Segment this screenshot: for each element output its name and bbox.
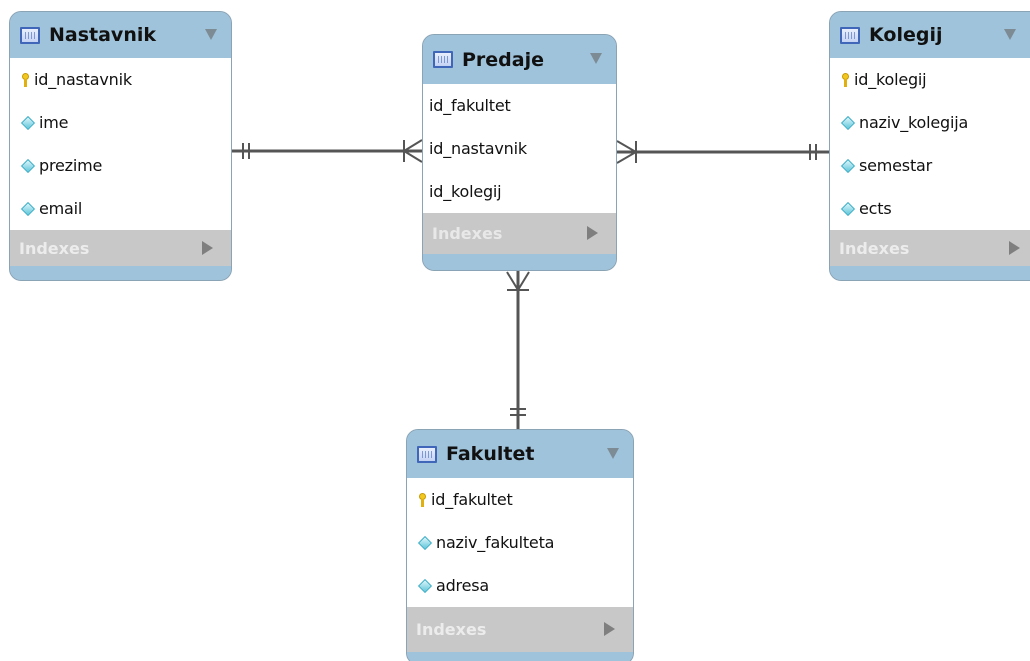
indexes-label: Indexes: [19, 238, 90, 258]
crowfoot-prong: [403, 139, 423, 152]
column-row[interactable]: id_nastavnik: [423, 127, 616, 170]
table-header[interactable]: Fakultet: [407, 430, 633, 478]
indexes-label: Indexes: [432, 224, 503, 243]
column-diamond-icon: [417, 535, 433, 550]
column-diamond-icon: [20, 201, 36, 216]
table-footer: [407, 652, 633, 661]
column-name: id_kolegij: [429, 182, 502, 201]
table-title: Kolegij: [869, 24, 943, 46]
table-footer: [10, 266, 231, 280]
column-name: naziv_fakulteta: [436, 533, 555, 552]
column-row[interactable]: prezime: [10, 144, 231, 187]
indexes-section[interactable]: Indexes: [407, 607, 633, 652]
table-icon: [840, 26, 860, 44]
relationship-kolegij-predaje: [616, 140, 829, 164]
indexes-section[interactable]: Indexes: [830, 230, 1030, 266]
primary-key-icon: [22, 72, 29, 87]
column-name: id_fakultet: [431, 490, 513, 509]
column-diamond-icon: [417, 578, 433, 593]
table-columns: id_kolegij naziv_kolegija semestar ects: [830, 58, 1030, 230]
column-row[interactable]: id_fakultet: [423, 84, 616, 127]
crowfoot-prong: [517, 271, 530, 291]
column-name: adresa: [436, 576, 489, 595]
chevron-right-icon[interactable]: [1009, 241, 1020, 255]
column-row[interactable]: naziv_fakulteta: [407, 521, 633, 564]
crowfoot-prong: [616, 140, 637, 153]
chevron-right-icon[interactable]: [202, 241, 213, 255]
indexes-section[interactable]: Indexes: [10, 230, 231, 266]
table-nastavnik[interactable]: Nastavnik id_nastavnik ime prezime email…: [9, 11, 232, 281]
table-columns: id_fakultet id_nastavnik id_kolegij: [423, 84, 616, 213]
column-row[interactable]: id_nastavnik: [10, 58, 231, 101]
crowfoot-prong: [506, 271, 519, 291]
column-name: ects: [859, 199, 892, 218]
column-diamond-icon: [840, 201, 856, 216]
table-icon: [417, 445, 437, 463]
table-title: Predaje: [462, 48, 545, 71]
chevron-down-icon[interactable]: [607, 448, 619, 459]
column-row[interactable]: email: [10, 187, 231, 230]
column-name: naziv_kolegija: [859, 113, 969, 132]
table-fakultet[interactable]: Fakultet id_fakultet naziv_fakulteta adr…: [406, 429, 634, 661]
table-footer: [830, 266, 1030, 280]
primary-key-icon: [419, 492, 426, 507]
primary-key-icon: [842, 72, 849, 87]
indexes-label: Indexes: [839, 238, 910, 258]
column-row[interactable]: ime: [10, 101, 231, 144]
column-row[interactable]: naziv_kolegija: [830, 101, 1030, 144]
table-columns: id_fakultet naziv_fakulteta adresa: [407, 478, 633, 607]
table-kolegij[interactable]: Kolegij id_kolegij naziv_kolegija semest…: [829, 11, 1030, 281]
column-row[interactable]: adresa: [407, 564, 633, 607]
table-header[interactable]: Predaje: [423, 35, 616, 84]
table-title: Fakultet: [446, 443, 535, 465]
chevron-right-icon[interactable]: [604, 622, 615, 636]
chevron-down-icon[interactable]: [205, 29, 217, 40]
chevron-down-icon[interactable]: [1004, 29, 1016, 40]
table-title: Nastavnik: [49, 24, 156, 46]
column-name: ime: [39, 113, 69, 132]
table-icon: [20, 26, 40, 44]
column-name: id_nastavnik: [34, 70, 132, 89]
column-name: email: [39, 199, 83, 218]
table-header[interactable]: Nastavnik: [10, 12, 231, 58]
crowfoot-prong: [403, 150, 423, 163]
column-name: semestar: [859, 156, 933, 175]
crowfoot-prong: [616, 151, 637, 164]
column-row[interactable]: id_kolegij: [423, 170, 616, 213]
indexes-label: Indexes: [416, 620, 487, 639]
column-row[interactable]: id_kolegij: [830, 58, 1030, 101]
column-name: id_nastavnik: [429, 139, 527, 158]
indexes-section[interactable]: Indexes: [423, 213, 616, 254]
column-diamond-icon: [20, 158, 36, 173]
chevron-down-icon[interactable]: [590, 53, 602, 64]
column-row[interactable]: semestar: [830, 144, 1030, 187]
column-row[interactable]: id_fakultet: [407, 478, 633, 521]
table-columns: id_nastavnik ime prezime email: [10, 58, 231, 230]
table-footer: [423, 254, 616, 270]
relationship-nastavnik-predaje: [232, 139, 423, 163]
column-diamond-icon: [840, 158, 856, 173]
relationship-fakultet-predaje: [506, 270, 530, 429]
chevron-right-icon[interactable]: [587, 226, 598, 240]
table-predaje[interactable]: Predaje id_fakultet id_nastavnik id_kole…: [422, 34, 617, 271]
column-name: id_fakultet: [429, 96, 511, 115]
column-name: id_kolegij: [854, 70, 927, 89]
column-row[interactable]: ects: [830, 187, 1030, 230]
table-header[interactable]: Kolegij: [830, 12, 1030, 58]
column-diamond-icon: [20, 115, 36, 130]
table-icon: [433, 51, 453, 68]
column-name: prezime: [39, 156, 103, 175]
column-diamond-icon: [840, 115, 856, 130]
